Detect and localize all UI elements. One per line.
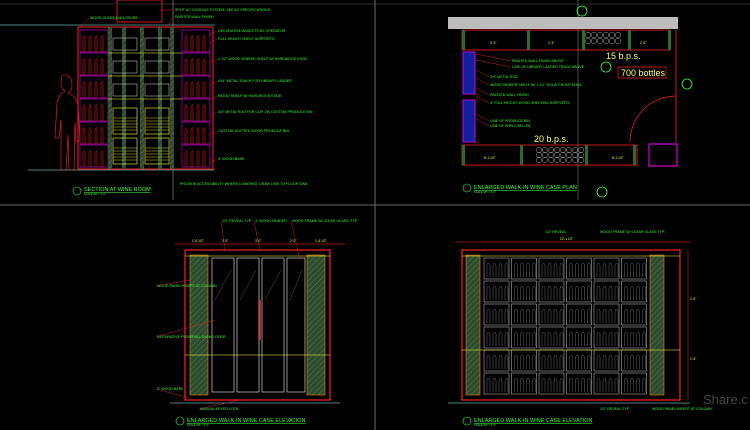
elevation-door-note: DECORATIVE PUSH/PULL SWING DOOR bbox=[157, 335, 226, 339]
plan-note: LINE OF SHELF BELOW bbox=[490, 124, 531, 128]
leader-line bbox=[209, 95, 218, 101]
section-note: 3/4" METAL ROD FOR CLIP-ON CUSTOM PRODUC… bbox=[218, 110, 313, 114]
plan-note: 3/4" METAL ROD bbox=[490, 75, 518, 79]
leader-line bbox=[155, 388, 191, 399]
plan-dim: 2'-3" bbox=[548, 41, 554, 45]
section-at-wine-room: WOOD GLASS ENCLOSURE SPLIT-AC COOLING SYS… bbox=[0, 0, 313, 196]
leader-line bbox=[209, 38, 218, 44]
wine-case-door-elevation: 1'-6 1/2"2'-0"3'-0"2'-0"1'-6 1/2" 1/2" R… bbox=[155, 219, 358, 427]
leader-line bbox=[209, 158, 218, 164]
plan-marker-icon bbox=[576, 5, 588, 17]
section-title: SECTION AT WINE ROOM bbox=[84, 187, 151, 193]
leader-line bbox=[475, 113, 490, 122]
leader-line bbox=[290, 220, 301, 261]
elevation-door-note: WOOD PANEL INSERT AT COLUMN bbox=[157, 284, 217, 288]
leader-line bbox=[209, 80, 218, 86]
elevation-case-dim: 1'-6" bbox=[690, 297, 696, 301]
watermark-logo: Share.c bbox=[703, 392, 748, 407]
section-note: CUSTOM SLATTED WOOD PRODUCE BIN bbox=[218, 129, 289, 133]
elevation-case-note: 1/2" REVEAL TYP. bbox=[600, 407, 630, 411]
plan-capacity: 700 bottles bbox=[621, 68, 666, 78]
person-silhouette-icon bbox=[54, 74, 81, 171]
leader-line bbox=[209, 130, 218, 136]
section-note: WOOD SHELF W/ HARDWOOD EDGE bbox=[218, 94, 282, 98]
elevation-case-note: WOOD FRAME W/ CLEAR GLASS TYP. bbox=[600, 230, 665, 234]
elevation-case-dim: 12'-1 1/2" bbox=[560, 237, 573, 241]
plan-dim: 3'-3" bbox=[490, 41, 496, 45]
leader-line bbox=[220, 220, 226, 251]
leader-line bbox=[475, 95, 490, 104]
section-note: 4" WOOD BASE bbox=[218, 157, 245, 161]
elevation-door-title: ENLARGED WALK-IN WINE CASE ELEVATION bbox=[187, 418, 306, 424]
section-note: WOOD GLASS ENCLOSURE bbox=[90, 16, 139, 20]
leader-line bbox=[475, 59, 512, 68]
section-note: DECORATIVE BASKETS BY OPERATOR bbox=[218, 29, 286, 33]
elevation-case-note: WOOD PANEL INSERT AT COLUMN bbox=[652, 407, 712, 411]
elevation-door-note: MANUAL KEYED LOCK bbox=[200, 407, 239, 411]
elevation-case-marker-icon bbox=[462, 416, 472, 426]
elevation-door-dim: 2'-0" bbox=[290, 239, 296, 243]
elevation-case-scale: SCALE 3/8" = 1'-0" bbox=[474, 423, 496, 427]
section-scale: SCALE 3/8" = 1'-0" bbox=[84, 192, 106, 196]
elevation-door-note: WOOD FRAME W/ CLEAR GLASS, TYP. bbox=[292, 219, 358, 223]
leader-line bbox=[79, 17, 90, 28]
leader-line bbox=[155, 319, 216, 338]
section-note: SPLIT-AC COOLING SYSTEM, SEE AC SPECIFIC… bbox=[175, 8, 271, 12]
section-note: 4X4" METAL TRACK FOR LIBRARY LADDER bbox=[218, 79, 292, 83]
plan-note: 3" FULL HEIGHT WOOD SHELVING SUPPORTS bbox=[490, 101, 570, 105]
leader-line bbox=[475, 77, 490, 86]
leader-line bbox=[475, 53, 512, 62]
leader-line bbox=[475, 118, 490, 127]
section-note: FULL HEIGHT SHELF SUPPORTS bbox=[218, 37, 275, 41]
leader-line bbox=[209, 30, 218, 36]
plan-note: LINE OF PRODUCE BIN bbox=[490, 119, 530, 123]
section-marker-icon bbox=[72, 186, 82, 196]
elevation-door-marker-icon bbox=[175, 416, 185, 426]
elevation-door-note: 3" WOOD BASE bbox=[157, 387, 184, 391]
elevation-door-dim: 1'-6 1/2" bbox=[192, 239, 204, 243]
leader-line bbox=[253, 220, 261, 251]
plan-marker-icon bbox=[600, 61, 612, 73]
plan-top-count: 15 b.p.s. bbox=[606, 51, 641, 61]
leader-line bbox=[475, 69, 490, 78]
plan-note: WOOD VENEER SHELF W/ 1 1/2" SOLID FRONT … bbox=[490, 83, 582, 87]
plan-note: LINE OF LIBRARY LADDER TRACK ABOVE bbox=[512, 65, 585, 69]
plan-dim: 2'-6" bbox=[640, 41, 646, 45]
elevation-door-dim: 1'-6 1/2" bbox=[315, 239, 327, 243]
plan-marker-icon bbox=[681, 78, 693, 90]
section-note: PAINTED WALL FINISH bbox=[175, 15, 214, 19]
plan-bottom-count: 20 b.p.s. bbox=[534, 134, 569, 144]
leader-line bbox=[475, 87, 490, 96]
plan-dim: 8'-1 1/2" bbox=[612, 156, 624, 160]
leader-line bbox=[209, 58, 218, 64]
elevation-door-dim: 2'-0" bbox=[222, 239, 228, 243]
plan-note: PAINTED WALL FINISH ABOVE bbox=[512, 59, 564, 63]
elevation-door-note: 3" WOOD HEADER bbox=[255, 219, 287, 223]
plan-note: PAINTED WALL FINISH bbox=[490, 93, 529, 97]
plan-title: ENLARGED WALK-IN WINE CASE PLAN bbox=[474, 185, 577, 191]
elevation-door-note: 1/2" REVEAL TYP. bbox=[222, 219, 252, 223]
elevation-case-dim: 1'-6" bbox=[690, 357, 696, 361]
elevation-case-note: 1/2" REVEAL bbox=[545, 230, 566, 234]
wine-case-elevation: 12'-1 1/2" 1'-6" 1'-6" 1/2" REVEAL WOOD … bbox=[448, 230, 712, 427]
plan-scale: SCALE 3/8" = 1'-0" bbox=[474, 190, 496, 194]
section-note: 1 1/2" WOOD VENEER SHELF W/ HARDWOOD EDG… bbox=[218, 57, 308, 61]
elevation-case-title: ENLARGED WALK-IN WINE CASE ELEVATION bbox=[474, 418, 593, 424]
wine-case-plan: PAINTED WALL FINISH ABOVE LINE OF LIBRARY… bbox=[448, 5, 693, 198]
plan-marker-icon bbox=[596, 186, 608, 198]
leader-line bbox=[164, 16, 175, 31]
section-note-floor-sink: PROVIDE ACCESSIBILITY WHERE LOWERED, DRA… bbox=[180, 182, 308, 186]
elevation-door-scale: SCALE 3/8" = 1'-0" bbox=[187, 423, 209, 427]
plan-title-marker-icon bbox=[462, 183, 472, 193]
leader-line bbox=[209, 111, 218, 117]
leader-line bbox=[155, 279, 191, 287]
plan-dim: 8'-1 1/2" bbox=[484, 156, 496, 160]
leader-line bbox=[198, 399, 241, 410]
